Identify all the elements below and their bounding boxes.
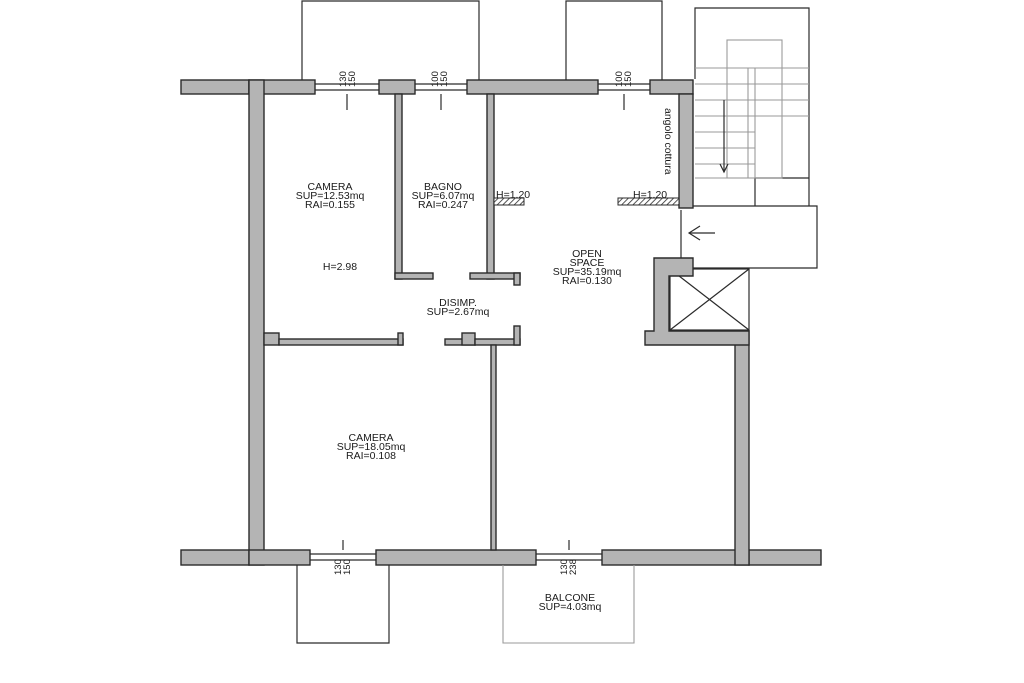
room-rai: RAI=0.247	[418, 199, 468, 211]
room-rai: RAI=0.155	[305, 199, 355, 211]
room-sup: SUP=6.07mq	[412, 190, 475, 202]
room-bagno: BAGNO SUP=6.07mq RAI=0.247	[412, 181, 475, 211]
top-balcony-right	[565, 0, 663, 80]
dim-top: 100	[614, 71, 625, 87]
dim-top: 130	[559, 559, 570, 575]
landing	[680, 205, 818, 269]
room-name: CAMERA	[308, 181, 353, 193]
angolo-cottura-label: angolo cottura	[662, 108, 674, 175]
dim-bottom: 150	[347, 71, 358, 87]
window-dim-open-space: 100 150	[614, 71, 634, 87]
dim-top: 130	[333, 559, 344, 575]
room-sup: SUP=35.19mq	[553, 266, 622, 278]
room-open-space: OPEN SPACE SUP=35.19mq RAI=0.130	[553, 248, 622, 287]
room-name: DISIMP.	[439, 297, 477, 309]
room-rai: RAI=0.108	[346, 450, 396, 462]
window-dim-balcone: 130 238	[559, 559, 579, 575]
window-dim-camera-bottom: 130 150	[333, 559, 353, 575]
kitchen-wall-height: H=1.20	[633, 189, 667, 201]
room-name: CAMERA	[349, 432, 394, 444]
room-height: H=2.98	[323, 261, 357, 273]
room-sup: SUP=2.67mq	[427, 306, 490, 318]
bottom-balcony-right	[502, 565, 635, 644]
bottom-balcony-left	[296, 565, 390, 644]
dim-bottom: 150	[342, 559, 353, 575]
room-camera-bottom: CAMERA SUP=18.05mq RAI=0.108	[337, 432, 406, 462]
room-sup: SUP=4.03mq	[539, 601, 602, 613]
window-lines	[310, 83, 650, 561]
dim-bottom: 150	[623, 71, 634, 87]
dim-bottom: 238	[568, 559, 579, 575]
window-dim-camera-top: 130 150	[338, 71, 358, 87]
walls	[180, 79, 822, 566]
room-disimp: DISIMP. SUP=2.67mq	[427, 297, 490, 318]
room-name-line2: SPACE	[570, 257, 605, 269]
window-dim-bagno: 100 150	[430, 71, 450, 87]
top-balcony-left	[301, 0, 480, 80]
room-rai: RAI=0.130	[562, 275, 612, 287]
dim-top: 100	[430, 71, 441, 87]
room-sup: SUP=18.05mq	[337, 441, 406, 453]
dim-bottom: 150	[439, 71, 450, 87]
room-balcone: BALCONE SUP=4.03mq	[539, 592, 602, 613]
room-sup: SUP=12.53mq	[296, 190, 365, 202]
dim-top: 130	[338, 71, 349, 87]
room-camera-top: CAMERA SUP=12.53mq RAI=0.155 H=2.98	[296, 181, 365, 273]
bagno-wall-height: H=1.20	[496, 189, 530, 201]
stairwell	[694, 7, 810, 206]
room-name-line1: OPEN	[572, 248, 602, 260]
shaft	[669, 268, 750, 331]
room-name: BAGNO	[424, 181, 462, 193]
room-name: BALCONE	[545, 592, 595, 604]
